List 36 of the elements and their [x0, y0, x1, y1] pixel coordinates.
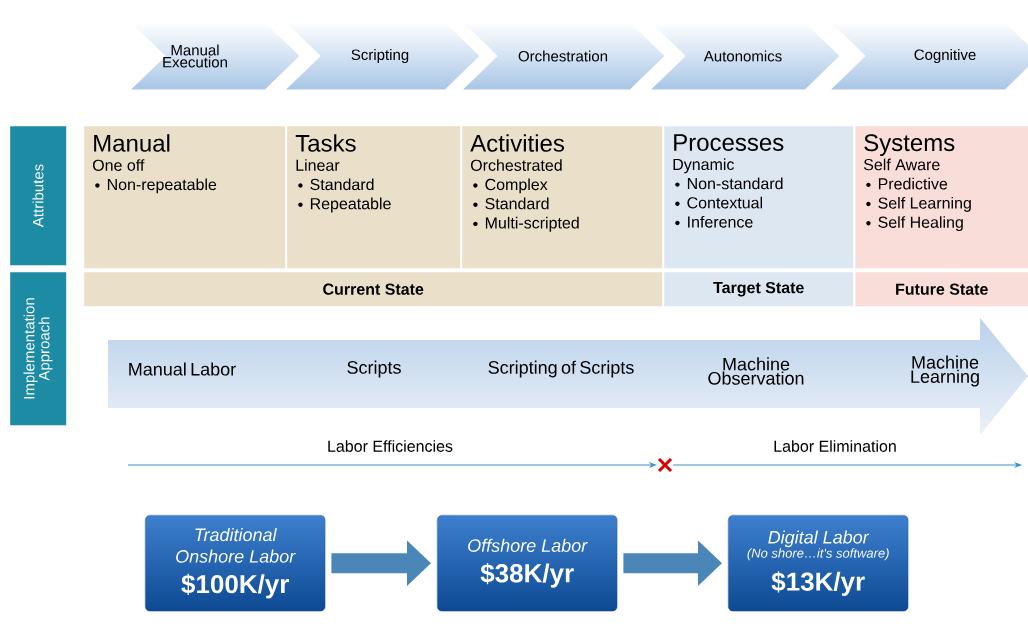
stage-banner: Manual Execution [129, 21, 301, 91]
node-label: Repeatable [310, 197, 391, 213]
stage-banner: Cognitive [829, 21, 1028, 91]
attribute-cell: Activities Orchestrated Complex Standard Multi-scripted [462, 126, 663, 269]
arrow [672, 462, 1022, 468]
node-label: Activities [470, 134, 565, 152]
node-label: Multi-scripted [485, 216, 579, 232]
attribute-cell: Tasks Linear Standard Repeatable [287, 126, 461, 269]
block-arrow: Manual Labor Scripts Scripting of Scripts Machine Observation Machine Learning [129, 355, 979, 387]
node-label: Standard [485, 197, 549, 210]
edge-label: Labor Efficiencies [328, 440, 453, 452]
stage-banner: Orchestration [461, 21, 666, 91]
stage-banner: Autonomics [649, 21, 841, 91]
node-label: Complex [485, 178, 548, 194]
side-band: Implementation Approach [10, 272, 67, 426]
arrow [127, 462, 656, 468]
cost-box: Offshore Labor $38K/yr [437, 515, 618, 612]
stage-banner: Scripting [284, 21, 481, 91]
node-label: Linear [296, 159, 340, 171]
cross-mark [657, 457, 673, 473]
attribute-cell: Manual One off Non-repeatable [84, 126, 286, 269]
node-label: Manual [94, 134, 170, 152]
cost-box: Traditional Onshore Labor $100K/yr [145, 515, 326, 612]
node-label: One off [92, 159, 145, 171]
node-label: Tasks [295, 134, 356, 152]
side-band: Attributes [10, 126, 67, 266]
state-band: Target State [664, 272, 854, 307]
state-band: Future State [855, 272, 1028, 307]
attribute-cell: Processes Dynamic Non-standard Contextual Inference [664, 126, 854, 269]
attribute-cell: Systems Self Aware Predictive Self Learning Self Healing [855, 126, 1028, 269]
node-label: Orchestrated [470, 159, 562, 171]
cost-box: Digital Labor (No shore…it's software) $13K/yr [728, 515, 909, 612]
edge-label: Labor Elimination [774, 440, 896, 452]
state-band: Current State [84, 272, 663, 307]
node-label: Non-repeatable [107, 178, 217, 194]
node-label: Standard [310, 178, 374, 191]
